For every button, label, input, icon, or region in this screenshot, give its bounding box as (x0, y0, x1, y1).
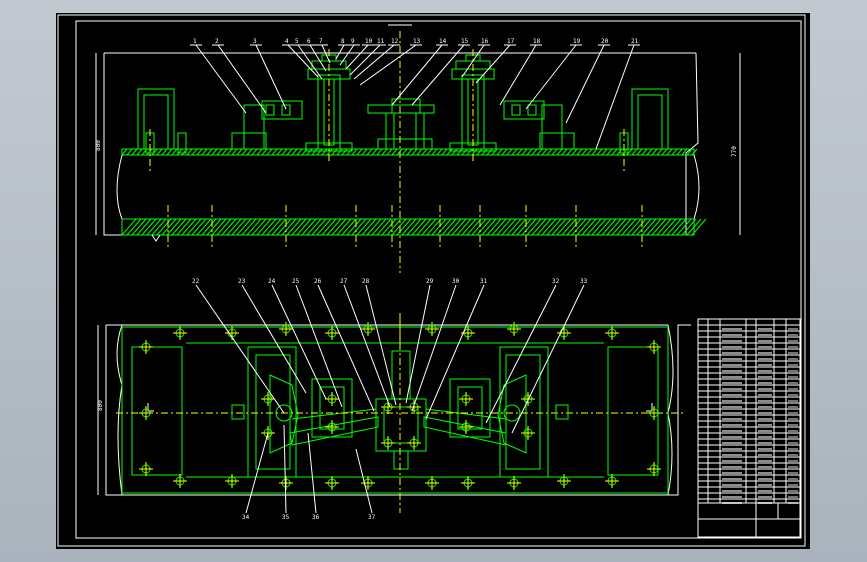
callout-24: 24 (268, 278, 276, 285)
section-hatching (121, 148, 707, 236)
callout-6: 6 (307, 38, 311, 45)
callout-10: 10 (365, 38, 373, 45)
callout-4: 4 (285, 38, 289, 45)
callout-21: 21 (631, 38, 639, 45)
callout-11: 11 (377, 38, 385, 45)
callout-34: 34 (242, 514, 250, 521)
callout-12: 12 (391, 38, 399, 45)
callout-23: 23 (238, 278, 246, 285)
callout-37: 37 (368, 514, 376, 521)
sheet-outer-border (57, 14, 806, 547)
callout-5: 5 (295, 38, 299, 45)
callout-9: 9 (351, 38, 355, 45)
callout-22: 22 (192, 278, 200, 285)
callout-13: 13 (413, 38, 421, 45)
callout-19: 19 (573, 38, 581, 45)
plan-left-width-dim: 800 (97, 400, 104, 411)
callout-7: 7 (319, 38, 323, 45)
callout-17: 17 (507, 38, 515, 45)
callout-1: 1 (193, 38, 197, 45)
callout-33: 33 (580, 278, 588, 285)
callout-15: 15 (461, 38, 469, 45)
parts-list-grid (698, 319, 800, 537)
plan-view-bolts (139, 322, 661, 490)
callout-35: 35 (282, 514, 290, 521)
callout-26: 26 (314, 278, 322, 285)
front-view: 800 770 (95, 24, 741, 273)
title-block (697, 318, 801, 538)
centerline-ticks (167, 205, 643, 249)
callout-20: 20 (601, 38, 609, 45)
callout-27: 27 (340, 278, 348, 285)
callout-8: 8 (341, 38, 345, 45)
sheet-inner-border (75, 20, 802, 539)
callout-3: 3 (253, 38, 257, 45)
callout-28: 28 (362, 278, 370, 285)
callout-25: 25 (292, 278, 300, 285)
callout-36: 36 (312, 514, 320, 521)
callout-30: 30 (452, 278, 460, 285)
callout-2: 2 (215, 38, 219, 45)
callout-18: 18 (533, 38, 541, 45)
callout-31: 31 (480, 278, 488, 285)
plan-view-callouts: 22 23 24 25 26 27 28 29 30 31 32 33 34 35 36 37 (192, 278, 588, 521)
callout-29: 29 (426, 278, 434, 285)
front-left-height-dim: 800 (95, 140, 102, 151)
plan-view: 800 (97, 313, 691, 513)
callout-14: 14 (439, 38, 447, 45)
callout-16: 16 (481, 38, 489, 45)
front-right-height-dim: 770 (731, 146, 738, 157)
callout-32: 32 (552, 278, 560, 285)
